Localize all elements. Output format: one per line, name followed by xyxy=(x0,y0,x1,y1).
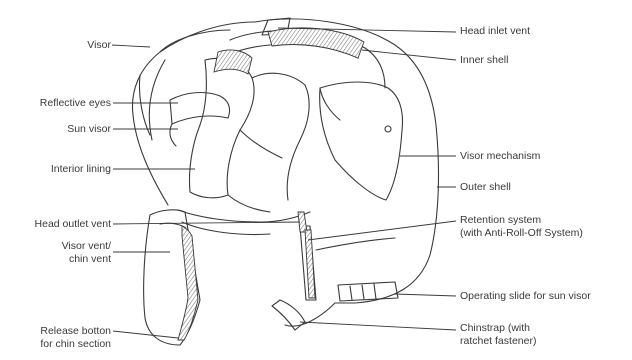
chin-hatch xyxy=(178,226,198,340)
interior-lining xyxy=(189,58,254,197)
label-visor-mechanism: Visor mechanism xyxy=(460,150,540,163)
label-operating-slide: Operating slide for sun visor xyxy=(460,290,591,303)
label-reflective-eyes: Reflective eyes xyxy=(40,97,111,110)
label-release-button-line2: for chin section xyxy=(40,338,111,351)
label-visor-vent: Visor vent/ chin vent xyxy=(62,240,111,265)
label-retention-line1: Retention system xyxy=(460,214,583,227)
label-retention-line2: (with Anti-Roll-Off System) xyxy=(460,227,583,240)
inner-shell-hatch-left xyxy=(214,50,252,74)
label-outer-shell: Outer shell xyxy=(460,181,511,194)
leader-chinstrap xyxy=(300,322,456,330)
visor-mechanism-pivot xyxy=(385,126,391,132)
visor-shape xyxy=(132,22,255,205)
label-visor-vent-line1: Visor vent/ xyxy=(62,240,111,253)
visor-mechanism-plate xyxy=(320,82,403,200)
label-head-outlet-vent: Head outlet vent xyxy=(35,218,111,231)
leader-head-outlet-vent xyxy=(113,222,300,224)
label-release-button: Release botton for chin section xyxy=(40,325,111,350)
leader-operating-slide xyxy=(395,294,456,296)
label-inner-shell: Inner shell xyxy=(460,54,508,67)
label-chinstrap-line1: Chinstrap (with xyxy=(460,322,536,335)
label-head-inlet-vent: Head inlet vent xyxy=(460,25,530,38)
leader-release-button xyxy=(113,331,178,338)
label-release-button-line1: Release botton xyxy=(40,325,111,338)
label-sun-visor: Sun visor xyxy=(67,123,111,136)
label-visor: Visor xyxy=(87,39,111,52)
label-retention-system: Retention system (with Anti-Roll-Off Sys… xyxy=(460,214,583,239)
leader-visor xyxy=(112,45,150,47)
label-chinstrap: Chinstrap (with ratchet fastener) xyxy=(460,322,536,347)
sun-visor-shape xyxy=(170,93,230,124)
operating-slide xyxy=(338,282,398,301)
label-interior-lining: Interior lining xyxy=(51,163,111,176)
label-chinstrap-line2: ratchet fastener) xyxy=(460,335,536,348)
inner-shell-hatch-top xyxy=(268,28,364,58)
label-visor-vent-line2: chin vent xyxy=(62,253,111,266)
